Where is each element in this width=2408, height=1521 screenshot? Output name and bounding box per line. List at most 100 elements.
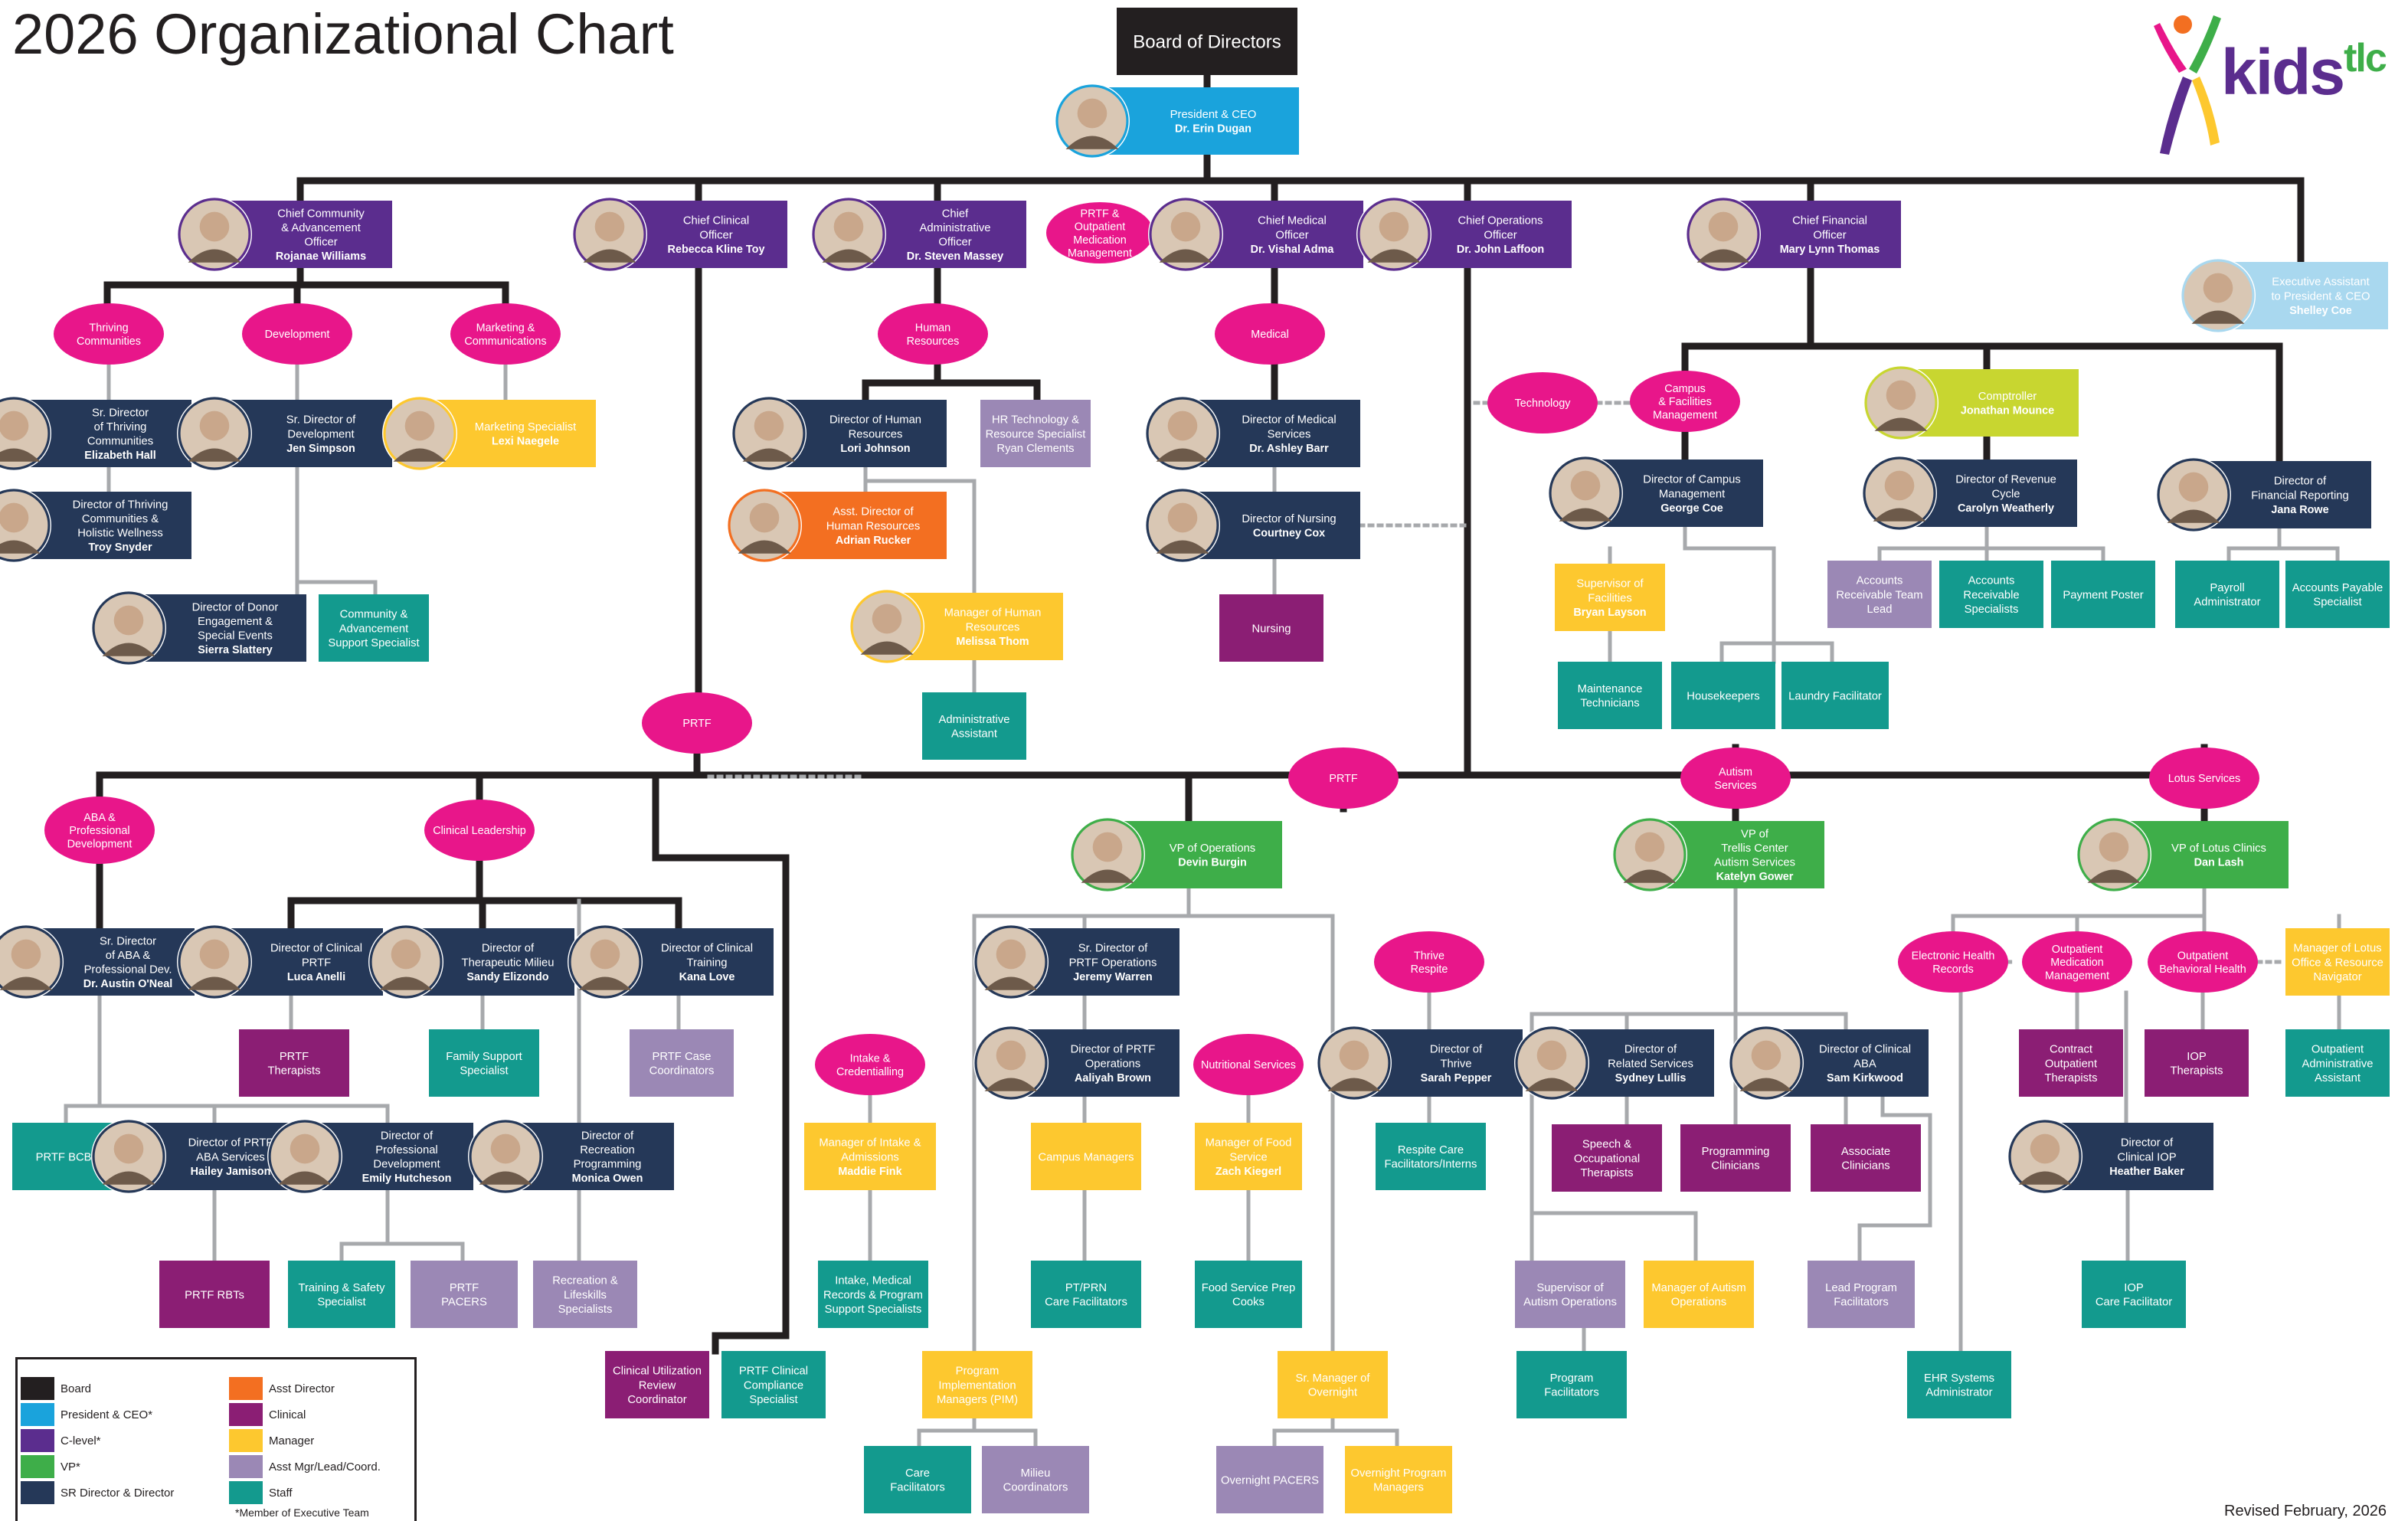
position-pp[interactable]: Payment Poster (2051, 561, 2155, 628)
dept-oval-dev[interactable]: Development (242, 303, 352, 365)
dept-oval-nutr[interactable]: Nutritional Services (1193, 1034, 1304, 1095)
dept-oval-lotus[interactable]: Lotus Services (2149, 747, 2259, 809)
dept-oval-intake[interactable]: Intake &Credentialling (815, 1034, 925, 1095)
dept-oval-tech[interactable]: Technology (1487, 372, 1598, 433)
dept-oval-prtf2[interactable]: PRTF (1288, 747, 1399, 809)
position-laundry[interactable]: Laundry Facilitator (1781, 662, 1889, 729)
position-opacers[interactable]: Overnight PACERS (1216, 1446, 1323, 1513)
position-dpd[interactable]: Director ofProfessionalDevelopmentEmily … (267, 1119, 473, 1194)
dept-oval-prtf1[interactable]: PRTF (642, 692, 752, 754)
position-rbts[interactable]: PRTF RBTs (159, 1261, 270, 1328)
position-nursing[interactable]: Nursing (1219, 594, 1323, 662)
position-ccao[interactable]: Chief Community& AdvancementOfficerRojan… (177, 197, 392, 272)
position-cm[interactable]: Campus Managers (1031, 1123, 1141, 1190)
position-board[interactable]: Board of Directors (1117, 8, 1297, 75)
dept-oval-med[interactable]: Medical (1215, 303, 1325, 365)
dept-oval-cl[interactable]: Clinical Leadership (424, 800, 535, 861)
dept-oval-mc[interactable]: Marketing &Communications (450, 303, 561, 365)
position-hk[interactable]: Housekeepers (1671, 662, 1775, 729)
